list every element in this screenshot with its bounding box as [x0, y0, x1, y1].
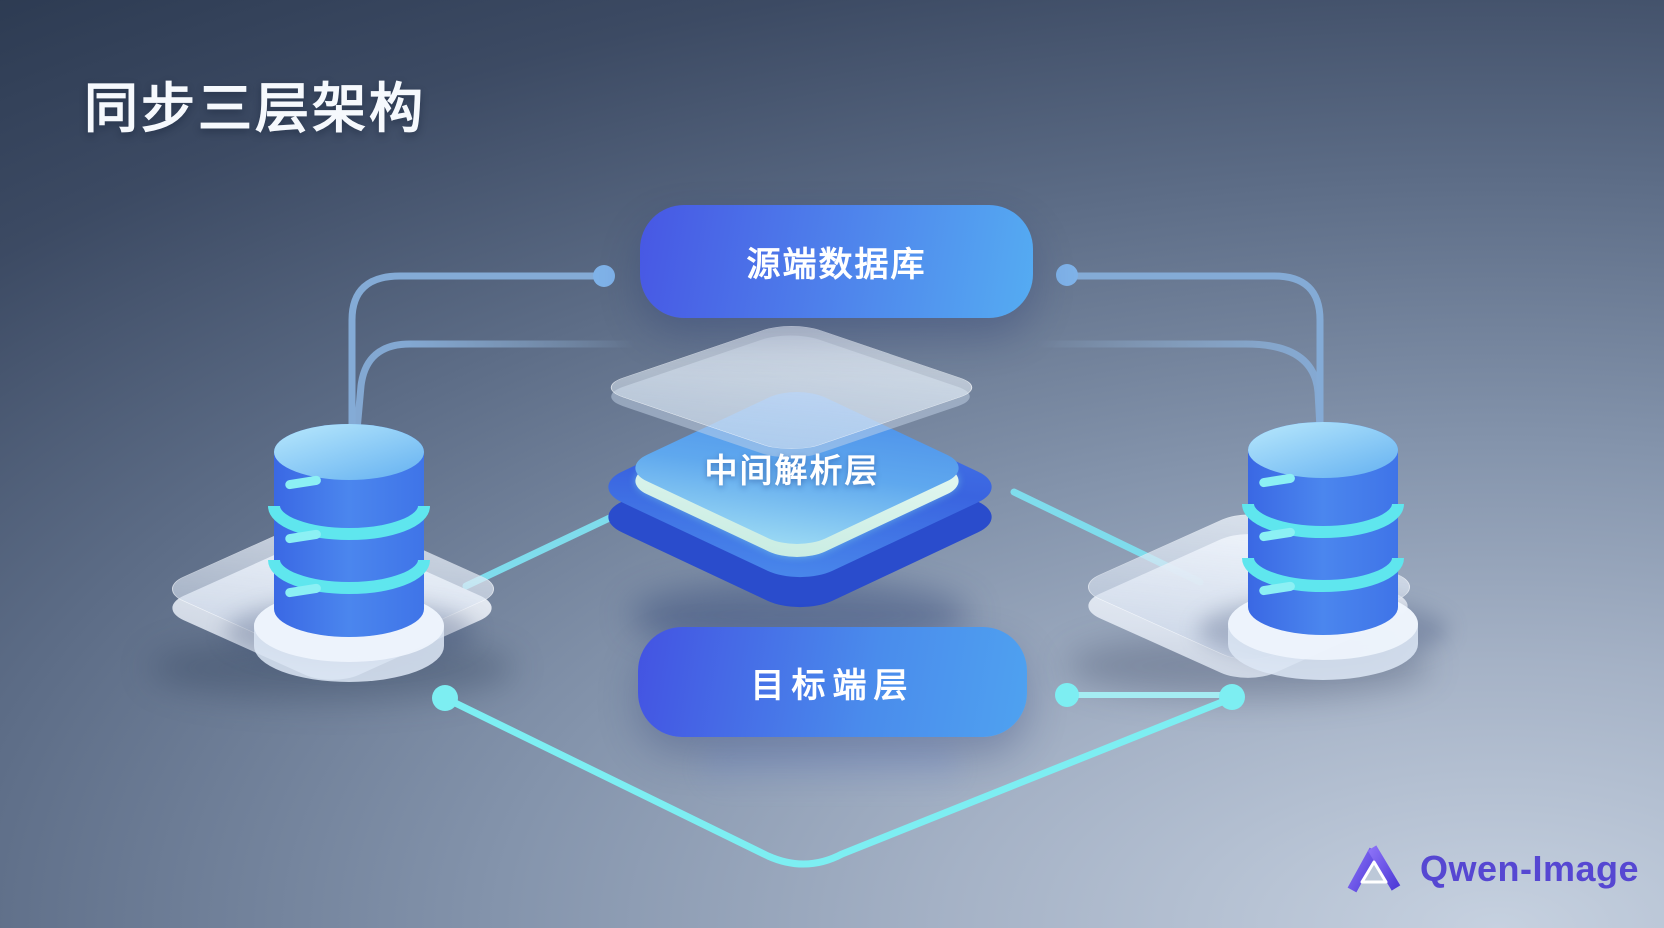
cylinder-band — [268, 559, 430, 594]
target-node: 目标端层 — [638, 627, 1027, 737]
cylinder-band — [1242, 503, 1404, 538]
qwen-logo-text: Qwen-Image — [1420, 848, 1640, 889]
database-icon-left — [254, 424, 444, 682]
cylinder-dash — [1259, 527, 1295, 542]
source-node-label: 源端数据库 — [746, 246, 927, 284]
cylinder-band — [268, 505, 430, 540]
cylinder-dash — [1259, 473, 1295, 488]
logo-inner-triangle — [1360, 860, 1388, 884]
target-pill-reflection — [700, 744, 960, 796]
connector-dot — [1055, 683, 1079, 707]
connector-dot — [1056, 264, 1078, 286]
target-node-label: 目标端层 — [750, 666, 915, 705]
cylinder-top — [1248, 422, 1398, 478]
cylinder-dash — [285, 475, 321, 490]
connector-dot — [593, 265, 615, 287]
cylinder-dash — [1259, 581, 1295, 596]
cylinder-band — [1242, 557, 1404, 592]
middle-node-label: 中间解析层 — [704, 452, 880, 489]
cylinder-dash — [285, 529, 321, 544]
page-title: 同步三层架构 — [84, 79, 426, 139]
cylinder-dash — [285, 583, 321, 598]
connector-left-platform-to-middle — [462, 510, 622, 590]
cylinder-top — [274, 424, 424, 480]
glass-layer — [594, 320, 989, 455]
qwen-logo-icon — [1347, 845, 1401, 893]
source-node: 源端数据库 — [640, 205, 1033, 318]
database-icon-right — [1228, 422, 1418, 680]
